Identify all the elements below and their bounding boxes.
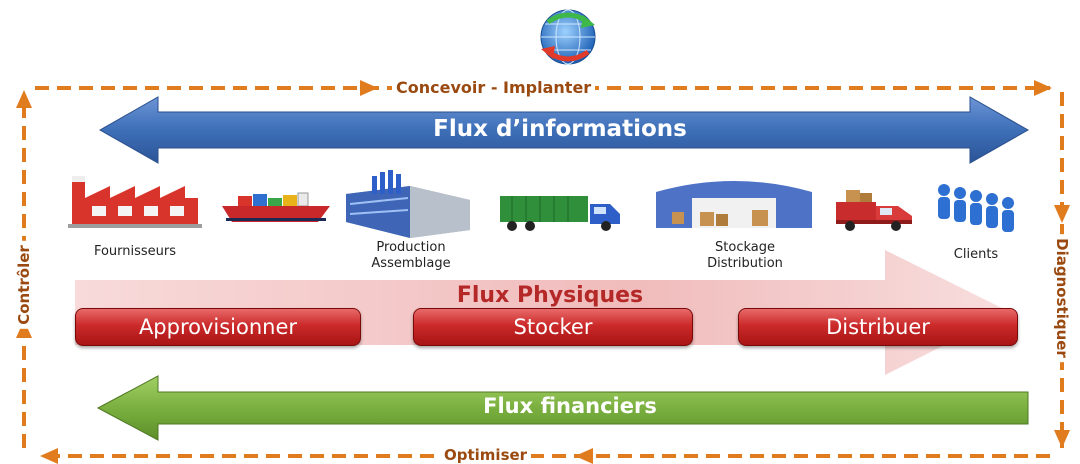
storage-label-line2: Distribution [707,256,783,271]
cycle-arrowhead-left [16,320,32,338]
information-flow-label: Flux d’informations [433,116,687,142]
physical-flow-label: Flux Physiques [456,283,644,308]
suppliers-label: Fournisseurs [93,244,177,259]
cycle-label-top: Concevoir - Implanter [392,78,596,97]
cargo-ship-icon [222,192,330,222]
warehouse-icon [656,181,812,228]
cycle-label-left: Contrôler [15,241,33,329]
production-label-line2: Assemblage [371,256,451,271]
cycle-label-bottom: Optimiser [440,447,532,464]
factory-icon [68,176,202,228]
cycle-arrowhead-bottom-right [1054,430,1070,448]
cycle-arrowhead-top [360,80,378,96]
cycle-arrowhead-top-right [1034,80,1052,96]
cycle-arrowheads [16,80,1070,464]
people-icon [938,184,1014,232]
cycle-label-right: Diagnostiquer [1053,234,1071,362]
financial-flow-arrow [96,375,1029,441]
delivery-truck-icon [836,190,912,231]
globe-arrows-icon [540,9,596,65]
clients-label: Clients [953,247,999,262]
information-flow-arrow [98,96,1030,164]
action-distribuer: Distribuer [738,308,1018,346]
container-truck-icon [500,196,620,231]
production-label-line1: Production [376,240,446,255]
cycle-arrowhead-top-left [16,90,32,108]
action-stocker: Stocker [413,308,693,346]
cycle-arrowhead-bottom [575,448,593,464]
financial-flow-label: Flux financiers [483,394,657,418]
storage-label-line1: Stockage [715,240,775,255]
production-building-icon [346,170,470,238]
cycle-arrowhead-right [1054,205,1070,223]
cycle-arrowhead-bottom-left [40,448,58,464]
action-approvisionner: Approvisionner [75,308,361,346]
